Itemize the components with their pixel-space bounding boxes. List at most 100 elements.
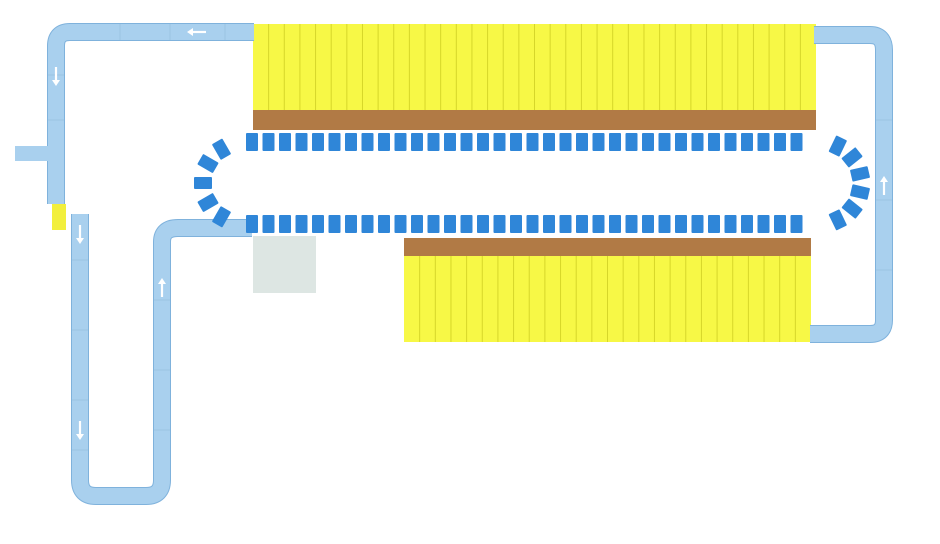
chain-link	[328, 215, 341, 233]
chain-link	[774, 215, 786, 233]
chain-link	[592, 133, 605, 151]
flow-arrow-right-side	[880, 176, 888, 195]
chain-link	[675, 215, 687, 233]
chain-link	[493, 133, 506, 151]
chain-link	[427, 133, 440, 151]
chain-link	[411, 133, 423, 151]
lower-shelf-brown-bar	[404, 238, 811, 256]
chain-link	[609, 133, 621, 151]
side-feed-stub	[15, 146, 57, 161]
chain-link	[526, 133, 539, 151]
arrow-head	[52, 80, 60, 86]
chain-link	[510, 215, 522, 233]
chain-link	[576, 133, 588, 151]
chain-link	[828, 135, 847, 157]
chain-link	[279, 133, 291, 151]
chain-link	[312, 133, 324, 151]
chain-link	[411, 215, 423, 233]
arrow-head	[880, 176, 888, 182]
chain-link	[526, 215, 539, 233]
gray-box-layer	[253, 236, 316, 293]
chain-link	[642, 215, 654, 233]
chain-link	[477, 215, 489, 233]
arrow-head	[76, 238, 84, 244]
chain-link	[559, 133, 572, 151]
upper-shelf-brown-bar	[253, 110, 816, 130]
chain-link	[790, 133, 803, 151]
chain-link	[194, 177, 212, 189]
conveyor-upper-left	[47, 23, 254, 204]
gray-box	[253, 236, 316, 293]
chain-link	[675, 133, 687, 151]
chain-link	[757, 215, 770, 233]
chain-link	[576, 215, 588, 233]
chain-link	[841, 147, 863, 168]
chain-link	[741, 133, 753, 151]
chain-link	[850, 166, 870, 182]
chain-link	[493, 215, 506, 233]
shelving-units	[253, 24, 816, 342]
flow-arrows	[52, 28, 888, 440]
flow-arrow-inner-left-lower	[76, 421, 84, 440]
flow-arrow-left-top	[52, 67, 60, 86]
arrow-head	[187, 28, 193, 36]
chain-link	[246, 133, 258, 151]
chain-link	[444, 133, 456, 151]
flow-arrow-top-left	[187, 28, 206, 36]
arrow-head	[76, 434, 84, 440]
chain-link	[394, 133, 407, 151]
chain-link	[828, 209, 847, 231]
chain-link	[312, 215, 324, 233]
conveyor-inner-u-belt	[72, 214, 252, 504]
chain-link	[197, 154, 219, 173]
chain-link	[460, 215, 473, 233]
chain-link	[691, 215, 704, 233]
chain-link	[345, 133, 357, 151]
chain-link	[477, 133, 489, 151]
chain-link	[658, 133, 671, 151]
chain-link	[212, 138, 231, 160]
chain-link	[328, 133, 341, 151]
chain-link	[262, 133, 275, 151]
chain-link	[460, 133, 473, 151]
chain-link	[774, 133, 786, 151]
chain-link	[295, 215, 308, 233]
upper-shelf	[253, 24, 816, 130]
chain-link	[609, 215, 621, 233]
chain-link	[724, 133, 737, 151]
chain-link	[394, 215, 407, 233]
chain-link	[741, 215, 753, 233]
chain-link	[510, 133, 522, 151]
chain-link	[378, 215, 390, 233]
conveyor-end-stub	[52, 204, 66, 230]
chain-link	[790, 215, 803, 233]
chain-link	[427, 215, 440, 233]
chain-link	[295, 133, 308, 151]
chain-link	[724, 215, 737, 233]
chain-link	[691, 133, 704, 151]
chain-loop	[194, 133, 870, 233]
chain-link	[279, 215, 291, 233]
chain-link	[625, 215, 638, 233]
chain-link	[543, 215, 555, 233]
chain-link	[708, 133, 720, 151]
chain-link	[246, 215, 258, 233]
lower-shelf	[404, 238, 811, 342]
chain-link	[658, 215, 671, 233]
chain-link	[345, 215, 357, 233]
chain-link	[212, 206, 231, 228]
chain-link	[708, 215, 720, 233]
flow-arrow-inner-right	[158, 278, 166, 297]
arrow-head	[158, 278, 166, 284]
chain-link	[757, 133, 770, 151]
chain-link	[559, 215, 572, 233]
chain-link	[197, 193, 219, 212]
chain-link	[592, 215, 605, 233]
chain-link	[262, 215, 275, 233]
chain-link	[841, 198, 863, 219]
chain-link	[543, 133, 555, 151]
chain-link	[642, 133, 654, 151]
flow-arrow-inner-left-top	[76, 225, 84, 244]
conveyor-upper-left-belt	[48, 24, 254, 204]
